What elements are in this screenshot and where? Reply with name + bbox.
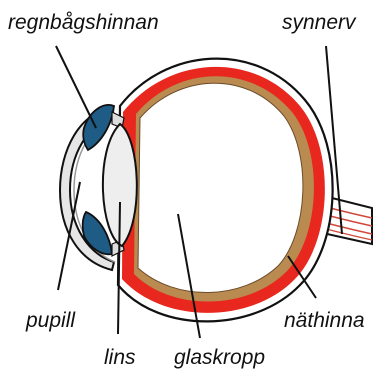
pointer-iris: [56, 46, 96, 128]
vitreous-body: [138, 83, 303, 292]
label-iris: regnbågshinnan: [8, 11, 159, 34]
label-optic-nerve: synnerv: [282, 11, 357, 34]
label-vitreous: glaskropp: [174, 346, 265, 369]
label-retina: näthinna: [284, 309, 365, 332]
label-pupil: pupill: [25, 309, 76, 332]
label-lens: lins: [104, 346, 136, 369]
